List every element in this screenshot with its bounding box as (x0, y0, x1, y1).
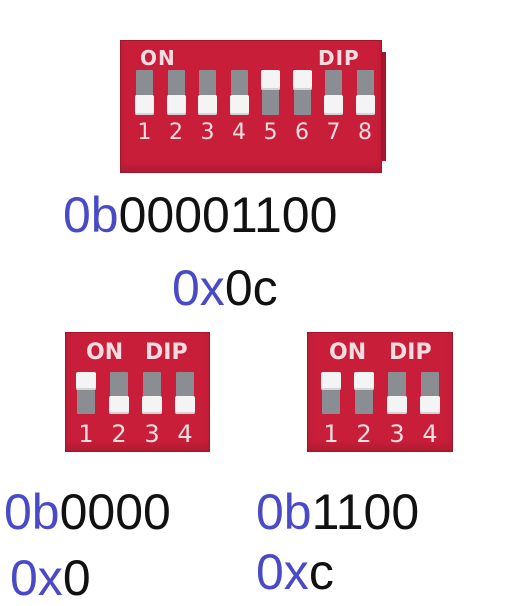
switch-slot-3[interactable] (198, 70, 217, 115)
switch-actuator-2[interactable] (354, 372, 374, 391)
switch-actuator-8[interactable] (355, 95, 375, 115)
hex-value: c (308, 544, 334, 600)
on-label: ON (86, 340, 124, 365)
switch-actuator-3[interactable] (142, 395, 162, 414)
switch-slot-4[interactable] (229, 70, 249, 115)
switch-number-1: 1 (323, 420, 339, 448)
binary-readout-8: 0b00001100 (63, 190, 337, 240)
hex-prefix: 0x (10, 550, 63, 606)
switch-actuator-4[interactable] (175, 395, 195, 414)
switch-number-2: 2 (111, 420, 127, 448)
switch-actuator-3[interactable] (198, 95, 217, 115)
switch-actuator-5[interactable] (261, 70, 280, 90)
switch-actuator-3[interactable] (387, 395, 407, 414)
hex-prefix: 0x (256, 544, 309, 600)
hex-value: 0c (224, 260, 278, 316)
switch-actuator-4[interactable] (229, 95, 249, 115)
hex-readout-4-a: 0x0 (10, 553, 91, 603)
hex-readout-8: 0x0c (172, 263, 278, 313)
switch-slot-2[interactable] (109, 372, 129, 414)
switch-actuator-1[interactable] (135, 95, 154, 115)
switch-number-4: 4 (422, 420, 438, 448)
dip-label: DIP (318, 46, 360, 70)
switch-number-4: 4 (177, 420, 193, 448)
switch-number-6: 6 (295, 120, 309, 145)
binary-value: 0000 (59, 484, 171, 540)
binary-value: 00001100 (118, 187, 338, 243)
switch-slot-7[interactable] (324, 70, 343, 115)
switch-slot-1[interactable] (321, 372, 341, 414)
switch-slot-1[interactable] (135, 70, 154, 115)
switch-number-3: 3 (144, 420, 160, 448)
switch-actuator-1[interactable] (321, 372, 341, 391)
switch-slot-1[interactable] (76, 372, 96, 414)
dip-label: DIP (389, 340, 432, 365)
on-label: ON (140, 46, 176, 70)
switch-number-2: 2 (169, 120, 183, 145)
binary-readout-4-b: 0b1100 (256, 487, 419, 537)
switch-slot-3[interactable] (142, 372, 162, 414)
switch-actuator-2[interactable] (109, 395, 129, 414)
switch-actuator-6[interactable] (292, 70, 312, 90)
switch-slot-5[interactable] (261, 70, 280, 115)
switch-number-1: 1 (137, 120, 152, 145)
switch-slot-2[interactable] (354, 372, 374, 414)
switch-number-7: 7 (326, 120, 341, 145)
switch-number-2: 2 (356, 420, 372, 448)
binary-readout-4-a: 0b0000 (4, 487, 171, 537)
hex-value: 0 (62, 550, 91, 606)
switch-slot-6[interactable] (292, 70, 312, 115)
switch-slot-4[interactable] (175, 372, 195, 414)
binary-prefix: 0b (63, 187, 119, 243)
switch-number-5: 5 (263, 120, 278, 145)
switch-number-8: 8 (358, 120, 372, 145)
hex-readout-4-b: 0xc (256, 547, 334, 597)
switch-number-4: 4 (232, 120, 246, 145)
switch-actuator-4[interactable] (420, 395, 440, 414)
switch-slot-8[interactable] (355, 70, 375, 115)
switch-actuator-7[interactable] (324, 95, 343, 115)
binary-prefix: 0b (4, 484, 60, 540)
binary-prefix: 0b (256, 484, 312, 540)
switch-actuator-2[interactable] (166, 95, 186, 115)
switch-number-3: 3 (389, 420, 405, 448)
switch-number-3: 3 (200, 120, 215, 145)
binary-value: 1100 (311, 484, 420, 540)
switch-actuator-1[interactable] (76, 372, 96, 391)
on-label: ON (329, 340, 367, 365)
switch-edge (382, 52, 386, 161)
dip-label: DIP (145, 340, 188, 365)
switch-number-1: 1 (78, 420, 94, 448)
hex-prefix: 0x (172, 260, 225, 316)
switch-slot-4[interactable] (420, 372, 440, 414)
switch-slot-3[interactable] (387, 372, 407, 414)
switch-slot-2[interactable] (166, 70, 186, 115)
